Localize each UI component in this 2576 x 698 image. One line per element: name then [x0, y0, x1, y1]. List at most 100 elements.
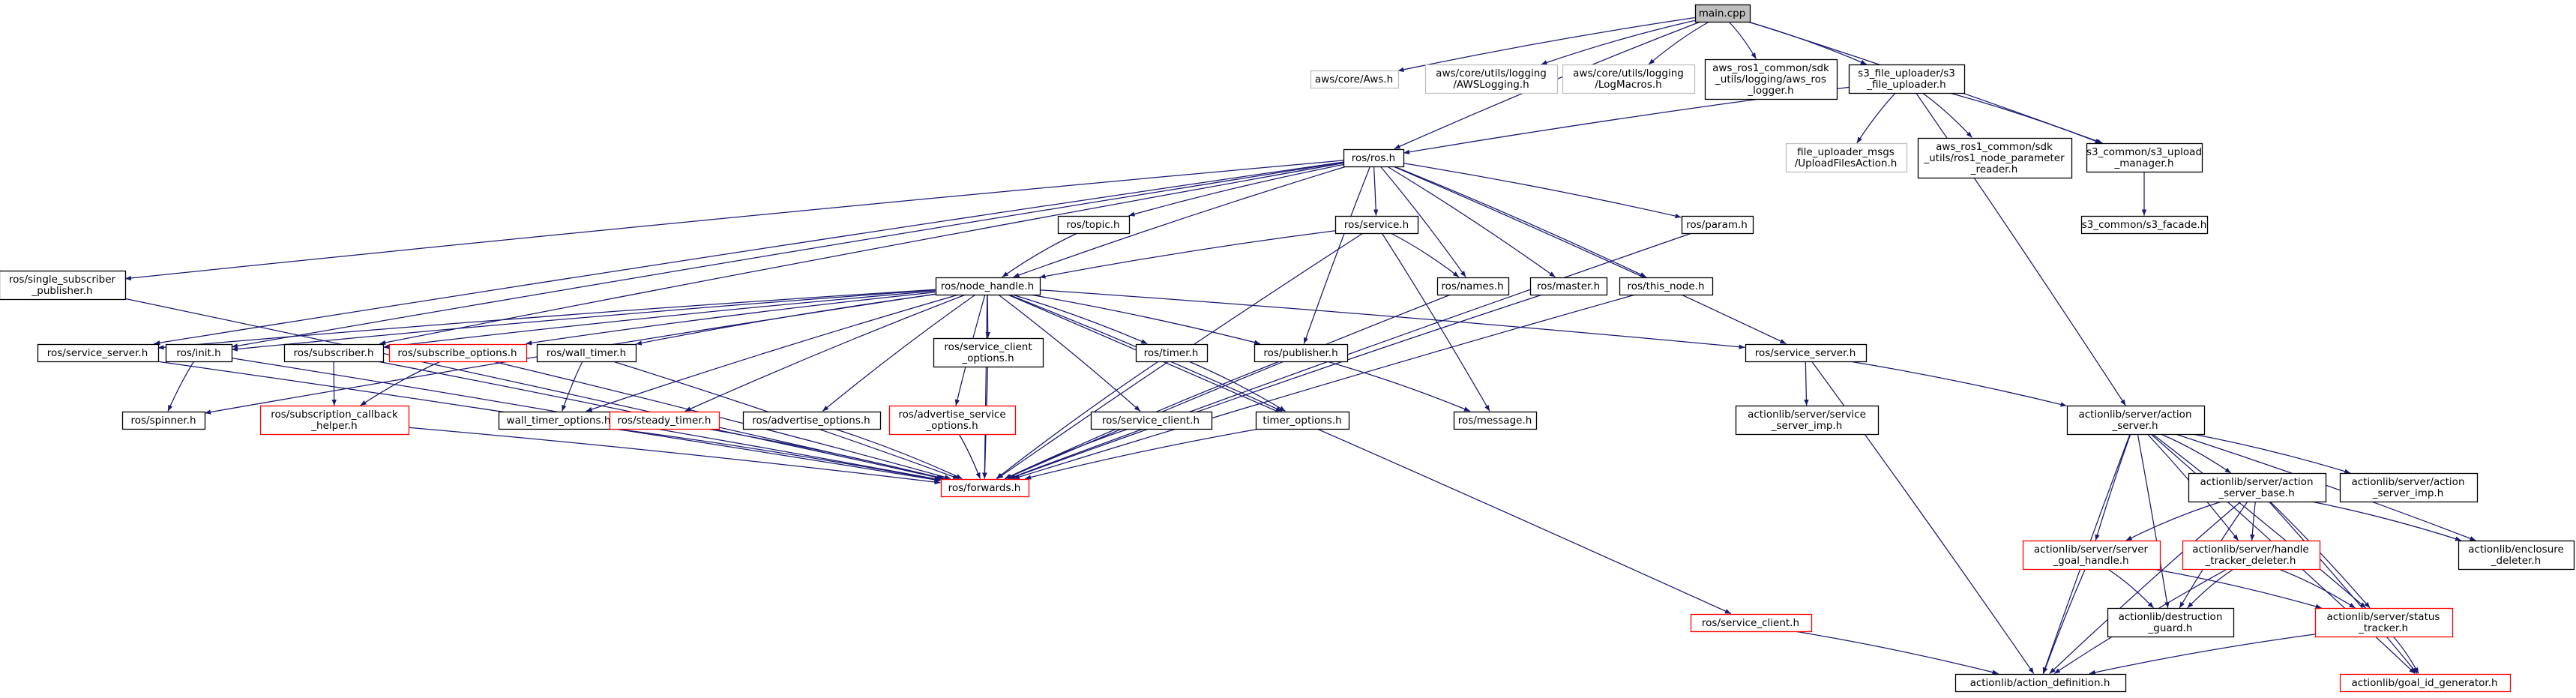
- node-ros-wall-timer[interactable]: ros/wall_timer.h: [536, 343, 637, 363]
- node-label: actionlib/server/action_server_imp.h: [2351, 476, 2464, 499]
- node-handle-tracker-deleter[interactable]: actionlib/server/handle_tracker_deleter.…: [2182, 540, 2321, 571]
- node-label-line: ros/service_client.h: [1702, 617, 1799, 629]
- node-ros-service-client-options[interactable]: ros/service_client_options.h: [933, 337, 1044, 368]
- node-label-line: actionlib/server/handle: [2192, 544, 2308, 556]
- node-ros-param[interactable]: ros/param.h: [1681, 215, 1754, 235]
- node-label: aws/core/utils/logging/LogMacros.h: [1573, 67, 1684, 91]
- node-box: [37, 343, 160, 363]
- node-aws-logging[interactable]: aws/core/utils/logging/AWSLogging.h: [1424, 64, 1559, 94]
- node-aws-ros-logger[interactable]: aws_ros1_common/sdk_utils/logging/aws_ro…: [1704, 58, 1838, 100]
- node-box: [1334, 215, 1419, 235]
- node-s3-upload-manager[interactable]: s3_common/s3_upload_manager.h: [2086, 142, 2203, 173]
- node-box: [1690, 613, 1813, 633]
- node-aws-logmacros[interactable]: aws/core/utils/logging/LogMacros.h: [1562, 64, 1696, 94]
- node-label: actionlib/server/action_server_base.h: [2200, 476, 2313, 499]
- node-label-line: ros/spinner.h: [130, 415, 196, 427]
- edge-ros-names-to-ros-forwards: [1005, 293, 1452, 480]
- node-box: [2188, 472, 2327, 503]
- node-label-line: ros/init.h: [176, 347, 220, 359]
- node-action-definition[interactable]: actionlib/action_definition.h: [1954, 673, 2127, 693]
- node-label-line: _server_imp.h: [2372, 487, 2444, 499]
- edge-main-to-aws-logging: [1541, 19, 1695, 65]
- node-label-line: _manager.h: [2113, 157, 2173, 169]
- node-label: ros/service_client_options.h: [944, 341, 1032, 364]
- edge-ros-this-node-to-ros-forwards: [1013, 293, 1637, 480]
- edge-ros-service-client-h-to-ros-forwards: [1005, 427, 1130, 480]
- node-label-line: file_uploader_msgs: [1797, 146, 1895, 158]
- edge-ros-ros-to-ros-service-server-l: [154, 161, 1344, 346]
- edge-ros-sub-cb-helper-to-ros-forwards: [408, 427, 941, 485]
- node-single-sub-pub[interactable]: ros/single_subscriber_publisher.h: [0, 270, 127, 301]
- node-label-line: ros/param.h: [1686, 219, 1748, 231]
- node-ros-sub-cb-helper[interactable]: ros/subscription_callback_helper.h: [259, 405, 410, 436]
- node-server-goal-handle[interactable]: actionlib/server/server_goal_handle.h: [2022, 540, 2161, 571]
- node-label-line: ros/node_handle.h: [941, 280, 1034, 292]
- node-label: ros/topic.h: [1066, 219, 1119, 231]
- node-label: ros/subscriber.h: [293, 347, 373, 359]
- node-goal-id-generator[interactable]: actionlib/goal_id_generator.h: [2339, 673, 2512, 693]
- node-s3-facade[interactable]: s3_common/s3_facade.h: [2080, 215, 2209, 235]
- node-ros-message[interactable]: ros/message.h: [1453, 411, 1538, 430]
- node-label: actionlib/server/action_server.h: [2078, 409, 2191, 432]
- node-ros-service-server-r[interactable]: ros/service_server.h: [1745, 343, 1868, 363]
- node-ros-service[interactable]: ros/service.h: [1334, 215, 1419, 235]
- node-ros-publisher[interactable]: ros/publisher.h: [1254, 343, 1349, 363]
- edge-action-server-to-server-goal-handle: [2095, 433, 2131, 541]
- node-label-line: _utils/ros1_node_parameter: [1923, 152, 2065, 164]
- node-ros-timer[interactable]: ros/timer.h: [1135, 343, 1209, 363]
- node-ros-subscriber[interactable]: ros/subscriber.h: [283, 343, 385, 363]
- node-main[interactable]: main.cpp: [1694, 4, 1751, 23]
- edge-ros-ros-to-ros-init: [231, 161, 1344, 349]
- node-label-line: actionlib/server/action: [2078, 409, 2191, 421]
- node-ros-spinner[interactable]: ros/spinner.h: [121, 411, 206, 430]
- node-s3-file-uploader[interactable]: s3_file_uploader/s3_file_uploader.h: [1848, 64, 1966, 94]
- edge-action-server-base-to-server-goal-handle: [2125, 501, 2222, 541]
- node-ros-node-handle[interactable]: ros/node_handle.h: [935, 277, 1041, 296]
- node-box: [1529, 277, 1608, 296]
- node-box: [1254, 343, 1349, 363]
- edge-main-to-aws-ros-logger: [1728, 21, 1757, 59]
- edge-ros-node-handle-to-ros-subscribe-options: [526, 292, 936, 346]
- node-ros-subscribe-options[interactable]: ros/subscribe_options.h: [388, 343, 528, 363]
- node-box: [1917, 137, 2073, 179]
- node-action-server[interactable]: actionlib/server/action_server.h: [2066, 405, 2206, 436]
- node-ros-service-client-h[interactable]: ros/service_client.h: [1090, 411, 1213, 430]
- node-ros-steady-timer[interactable]: ros/steady_timer.h: [609, 411, 720, 430]
- node-label: ros/subscription_callback_helper.h: [271, 409, 398, 432]
- node-wall-timer-options[interactable]: wall_timer_options.h: [498, 411, 621, 430]
- node-ros-ros[interactable]: ros/ros.h: [1343, 148, 1405, 168]
- node-timer-options[interactable]: timer_options.h: [1255, 411, 1350, 430]
- node-ros-master[interactable]: ros/master.h: [1529, 277, 1608, 296]
- node-label-line: ros/forwards.h: [948, 482, 1021, 494]
- node-ros-names[interactable]: ros/names.h: [1436, 277, 1510, 296]
- edge-handle-tracker-deleter-to-status-tracker: [2278, 568, 2356, 609]
- node-ros-advertise-options[interactable]: ros/advertise_options.h: [742, 411, 882, 430]
- node-ros-this-node[interactable]: ros/this_node.h: [1619, 277, 1714, 296]
- node-enclosure-deleter[interactable]: actionlib/enclosure_deleter.h: [2458, 540, 2575, 571]
- node-upload-files-action[interactable]: file_uploader_msgs/UploadFilesAction.h: [1785, 142, 1908, 173]
- node-aws-core[interactable]: aws/core/Aws.h: [1310, 70, 1400, 89]
- node-label-line: ros/service_server.h: [47, 347, 148, 359]
- node-label-line: _publisher.h: [31, 285, 93, 297]
- node-label: actionlib/action_definition.h: [1970, 677, 2110, 689]
- node-ros-service-client-red[interactable]: ros/service_client.h: [1690, 613, 1813, 633]
- node-service-server-imp[interactable]: actionlib/server/service_server_imp.h: [1735, 405, 1880, 436]
- edge-ros-ros-to-ros-publisher: [1303, 166, 1371, 344]
- node-action-server-base[interactable]: actionlib/server/action_server_base.h: [2188, 472, 2327, 503]
- node-box: [1681, 215, 1754, 235]
- node-action-server-imp[interactable]: actionlib/server/action_server_imp.h: [2339, 472, 2479, 503]
- edge-status-tracker-to-action-definition: [2089, 634, 2315, 675]
- node-ros-init[interactable]: ros/init.h: [165, 343, 233, 363]
- node-ros-topic[interactable]: ros/topic.h: [1057, 215, 1131, 235]
- node-ros-forwards[interactable]: ros/forwards.h: [940, 478, 1030, 498]
- node-ros-service-server-l[interactable]: ros/service_server.h: [37, 343, 160, 363]
- edge-ros-timer-to-timer-options: [1188, 360, 1286, 412]
- node-label: ros/param.h: [1686, 219, 1748, 231]
- node-label: ros/timer.h: [1144, 347, 1199, 359]
- node-param-reader[interactable]: aws_ros1_common/sdk_utils/ros1_node_para…: [1917, 137, 2073, 179]
- node-ros-advertise-service-options[interactable]: ros/advertise_service_options.h: [888, 405, 1017, 436]
- edge-s3-file-uploader-to-param-reader: [1922, 92, 1972, 138]
- edge-timer-options-to-ros-forwards: [1025, 427, 1262, 480]
- node-destruction-guard[interactable]: actionlib/destruction_guard.h: [2107, 607, 2235, 638]
- node-status-tracker[interactable]: actionlib/server/status_tracker.h: [2314, 607, 2454, 638]
